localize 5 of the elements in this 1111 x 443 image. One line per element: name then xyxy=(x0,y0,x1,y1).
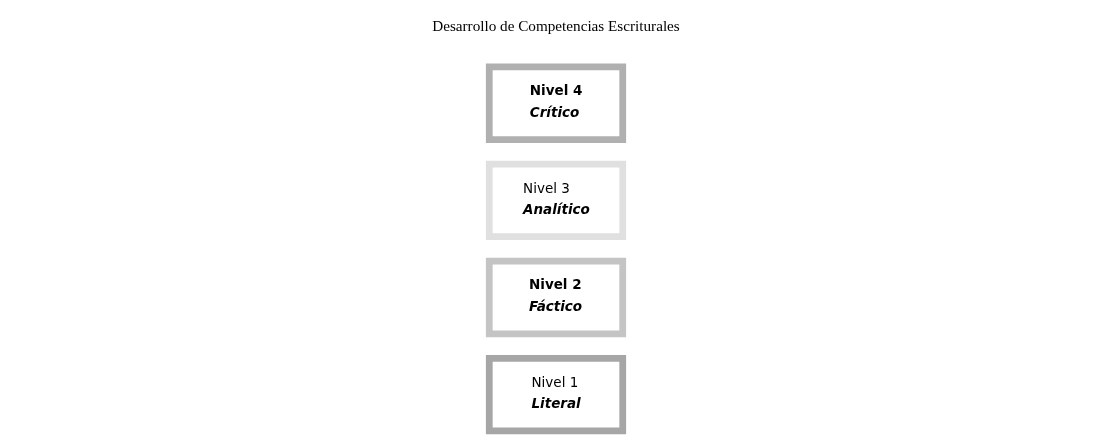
label: Desarrollo de Competencias Escriturales xyxy=(431,16,680,34)
node-box: Nivel 1 Literal xyxy=(485,354,626,435)
node-box: Nivel 2 Fáctico xyxy=(485,257,626,338)
node-box: Nivel 4 Crítico xyxy=(485,63,626,143)
node-box: Nivel 3 Analítico xyxy=(485,160,626,241)
